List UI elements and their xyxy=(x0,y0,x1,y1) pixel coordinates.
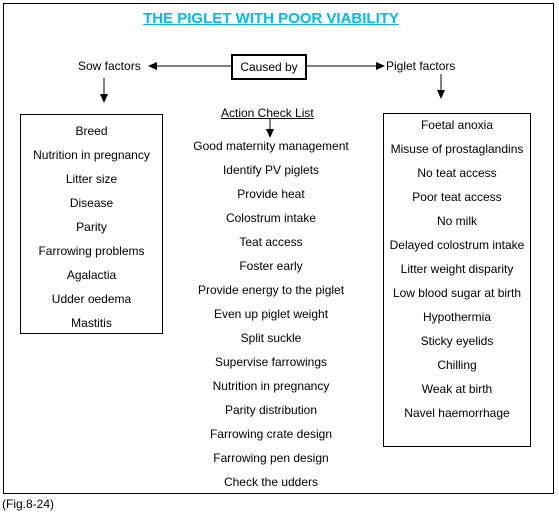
list-item: Parity distribution xyxy=(224,403,318,417)
list-item: Chilling xyxy=(437,358,477,372)
list-item: Parity xyxy=(76,220,107,234)
sow-factors-label: Sow factors xyxy=(78,59,141,73)
list-item: Foster early xyxy=(239,259,303,273)
list-item: Supervise farrowings xyxy=(214,355,328,369)
sow-factors-box xyxy=(20,114,163,334)
piglet-factors-label: Piglet factors xyxy=(386,59,456,73)
list-item: Litter size xyxy=(65,172,118,186)
arrowhead-action-down xyxy=(266,129,274,138)
list-item: Udder oedema xyxy=(51,292,132,306)
list-item: Even up piglet weight xyxy=(213,307,329,321)
list-item: Sticky eyelids xyxy=(420,334,494,348)
list-item: Breed xyxy=(75,124,108,138)
list-item: Teat access xyxy=(239,235,303,249)
diagram-frame xyxy=(3,3,554,494)
list-item: Nutrition in pregnancy xyxy=(212,379,330,393)
list-item: Farrowing problems xyxy=(38,244,145,258)
list-item: Nutrition in pregnancy xyxy=(33,148,150,162)
list-item: Poor teat access xyxy=(412,190,502,204)
list-item: Delayed colostrum intake xyxy=(389,238,525,252)
list-item: Farrowing crate design xyxy=(209,427,333,441)
diagram-title: THE PIGLET WITH POOR VIABILITY xyxy=(143,10,399,27)
list-item: Colostrum intake xyxy=(225,211,317,225)
arrowhead-sow-down xyxy=(100,94,108,103)
action-check-list: Good maternity management Identify PV pi… xyxy=(185,134,357,494)
action-check-list-label: Action Check List xyxy=(221,106,314,120)
list-item: Misuse of prostaglandins xyxy=(390,142,524,156)
figure-caption: (Fig.8-24) xyxy=(2,497,55,511)
list-item: Disease xyxy=(69,196,114,210)
list-item: Check the udders xyxy=(223,475,319,489)
piglet-factors-list: Foetal anoxia Misuse of prostaglandins N… xyxy=(383,113,531,425)
arrowhead-right xyxy=(376,62,385,70)
list-item: Provide heat xyxy=(237,187,305,201)
list-item: Weak at birth xyxy=(421,382,493,396)
piglet-factors-box xyxy=(383,113,531,447)
list-item: No teat access xyxy=(417,166,497,180)
arrowhead-piglet-down xyxy=(437,90,445,99)
list-item: Agalactia xyxy=(66,268,117,282)
caused-by-box: Caused by xyxy=(231,54,307,80)
list-item: Provide energy to the piglet xyxy=(197,283,345,297)
list-item: Navel haemorrhage xyxy=(404,406,510,420)
arrowhead-left xyxy=(148,62,157,70)
list-item: Low blood sugar at birth xyxy=(392,286,522,300)
list-item: Good maternity management xyxy=(193,139,349,153)
list-item: Identify PV piglets xyxy=(222,163,320,177)
list-item: No milk xyxy=(436,214,477,228)
list-item: Split suckle xyxy=(240,331,302,345)
list-item: Foetal anoxia xyxy=(420,118,494,132)
list-item: Farrowing pen design xyxy=(213,451,329,465)
list-item: Litter weight disparity xyxy=(400,262,514,276)
sow-factors-list: Breed Nutrition in pregnancy Litter size… xyxy=(20,119,163,335)
list-item: Hypothermia xyxy=(422,310,492,324)
list-item: Mastitis xyxy=(71,316,112,330)
